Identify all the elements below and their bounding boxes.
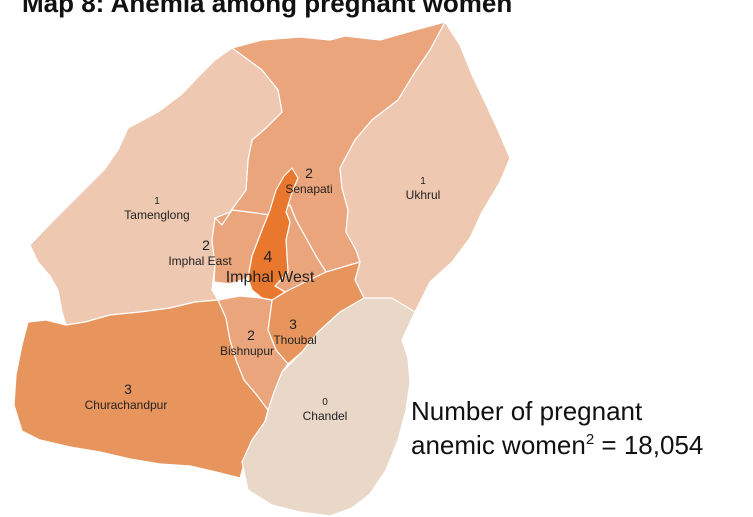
district-value-tamenglong: 1 [154, 196, 160, 207]
district-value-chandel: 0 [322, 397, 328, 408]
district-name-senapati: Senapati [285, 182, 332, 196]
district-labels: 2 Senapati 1 Ukhrul 1 Tamenglong 2 Impha… [85, 165, 441, 423]
footnote-marker: 2 [585, 431, 595, 448]
district-value-bishnupur: 2 [247, 327, 255, 343]
district-value-churachandpur: 3 [124, 381, 132, 397]
district-name-thoubal: Thoubal [273, 333, 316, 347]
district-name-chandel: Chandel [303, 409, 348, 423]
district-name-bishnupur: Bishnupur [220, 344, 274, 358]
district-name-imphal-west: Imphal West [226, 269, 315, 286]
district-value-imphal-west: 4 [264, 249, 273, 266]
district-name-ukhrul: Ukhrul [406, 188, 441, 202]
district-regions [13, 21, 511, 517]
summary-suffix: = 18,054 [594, 430, 704, 460]
district-name-tamenglong: Tamenglong [124, 208, 189, 222]
district-value-imphal-east: 2 [202, 237, 210, 253]
summary-text: Number of pregnant anemic women2 = 18,05… [411, 394, 703, 462]
map-title: Map 8: Anemia among pregnant women [22, 0, 513, 18]
district-region-imphal-west[interactable] [247, 167, 299, 301]
district-value-thoubal: 3 [289, 316, 297, 332]
district-value-ukhrul: 1 [420, 176, 426, 187]
district-name-imphal-east: Imphal East [168, 254, 232, 268]
district-value-senapati: 2 [305, 165, 313, 181]
district-name-churachandpur: Churachandpur [85, 398, 168, 412]
summary-line-1: Number of pregnant [411, 396, 643, 426]
summary-prefix: anemic women [411, 430, 586, 460]
summary-line-2: anemic women2 = 18,054 [411, 428, 703, 462]
